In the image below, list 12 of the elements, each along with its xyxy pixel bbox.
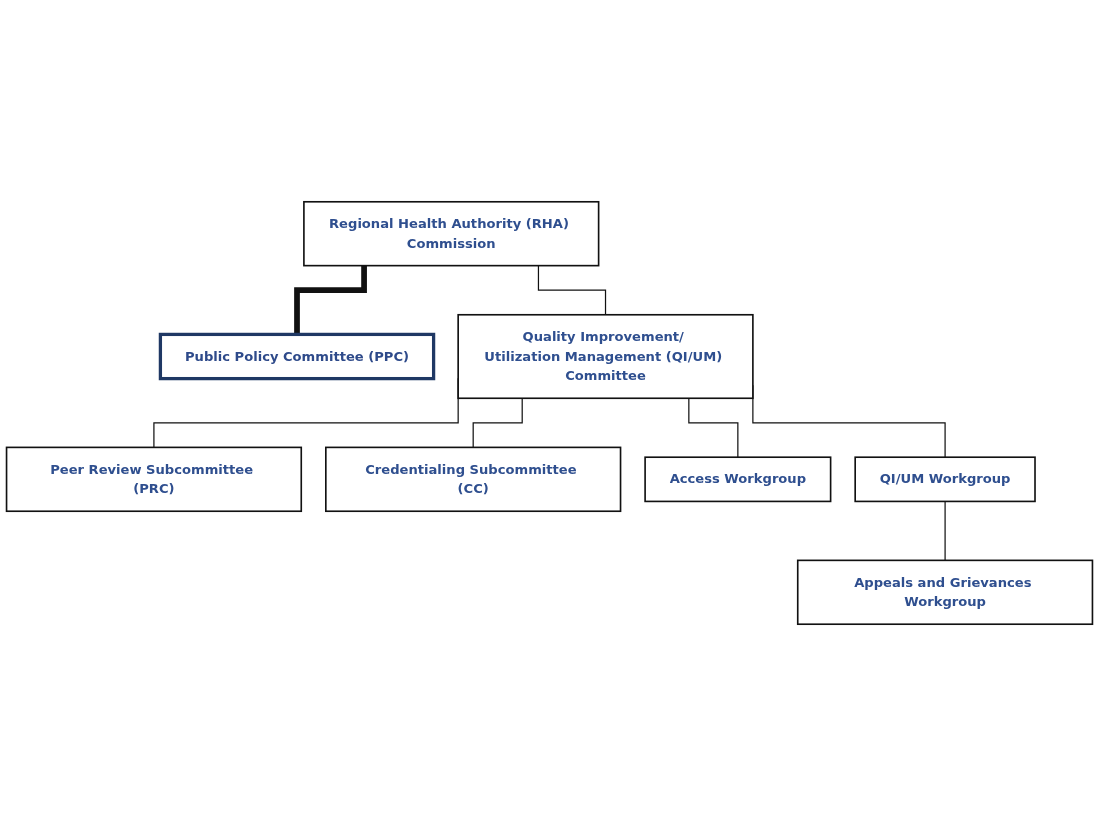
node-box: Public Policy Committee (PPC) — [158, 332, 436, 381]
node-box: Credentialing Subcommittee (CC) — [325, 446, 622, 513]
node-box: QI/UM Workgroup — [854, 456, 1036, 503]
connector — [944, 500, 946, 561]
connector — [688, 397, 739, 458]
node-box: Quality Improvement/ Utilization Management (QI/UM) Committee — [457, 313, 754, 400]
node-box: Regional Health Authority (RHA) Commission — [303, 200, 600, 267]
node-box: Peer Review Subcommittee (PRC) — [5, 446, 303, 513]
node-box: Appeals and Grievances Workgroup — [796, 559, 1094, 626]
node-box: Access Workgroup — [644, 456, 832, 503]
connector — [537, 265, 607, 316]
connector — [472, 397, 523, 448]
